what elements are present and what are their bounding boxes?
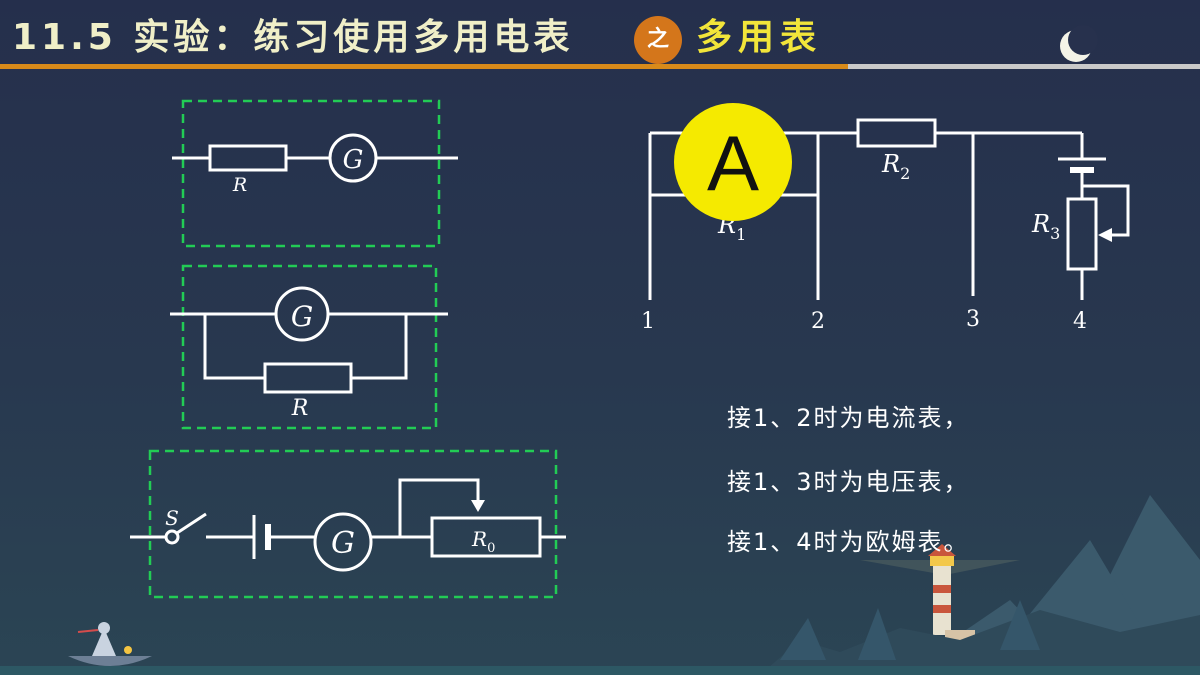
title-underline-accent [0,64,848,69]
resistor-label: R [232,174,247,196]
statement-voltmeter: 接1、3时为电压表， [727,468,970,496]
switch-contact [164,529,180,545]
dashed-box-3 [148,449,558,599]
shoreline [760,600,1200,675]
rheostat-label: R0 [471,527,495,556]
ammeter-symbol: A [674,103,792,221]
switch-label: S [165,506,179,530]
terminal-4-label: 4 [1073,309,1087,334]
r2-label: R2 [881,150,910,183]
statement-ammeter: 接1、2时为电流表， [727,404,970,432]
multimeter-circuit: R1 A R2 R3 1 2 3 4 [641,103,1130,334]
water [0,666,1200,675]
circuit-ohmmeter: S G R0 [130,449,566,599]
r3-rheostat-symbol [1066,197,1098,271]
galvanometer-label: G [291,300,313,333]
terminal-2-label: 2 [811,309,825,334]
circuit-series: G R [172,99,458,248]
galvanometer-symbol [313,512,373,572]
terminal-3-label: 3 [966,307,980,332]
terminal-1-label: 1 [641,309,655,334]
shunt-resistor-symbol [263,362,353,394]
dashed-box-2 [181,264,438,430]
page-title: 11.5 实验：练习使用多用电表 [12,17,574,58]
resistor-label: R [291,396,309,421]
statement-ohmmeter: 接1、4时为欧姆表。 [727,528,970,556]
r3-label: R3 [1031,210,1060,243]
title-bar: 11.5 实验：练习使用多用电表 之 多用表 [0,0,1200,70]
galvanometer-label: G [331,526,355,561]
ammeter-label: A [707,119,759,207]
r2-resistor-symbol [856,118,937,148]
galvanometer-label: G [343,145,364,175]
r3-arrow-icon [1098,228,1112,242]
page-subtitle: 多用表 [696,17,823,58]
resistor-symbol [208,144,288,172]
circuit-parallel: G R [170,264,448,430]
rheostat-arrow-icon [471,500,485,512]
switch-blade [176,512,207,535]
lighthouse-icon [860,544,1020,644]
dashed-box-1 [181,99,441,248]
boat-icon [68,622,152,666]
title-badge: 之 [634,16,682,64]
moon-icon [1060,25,1098,62]
